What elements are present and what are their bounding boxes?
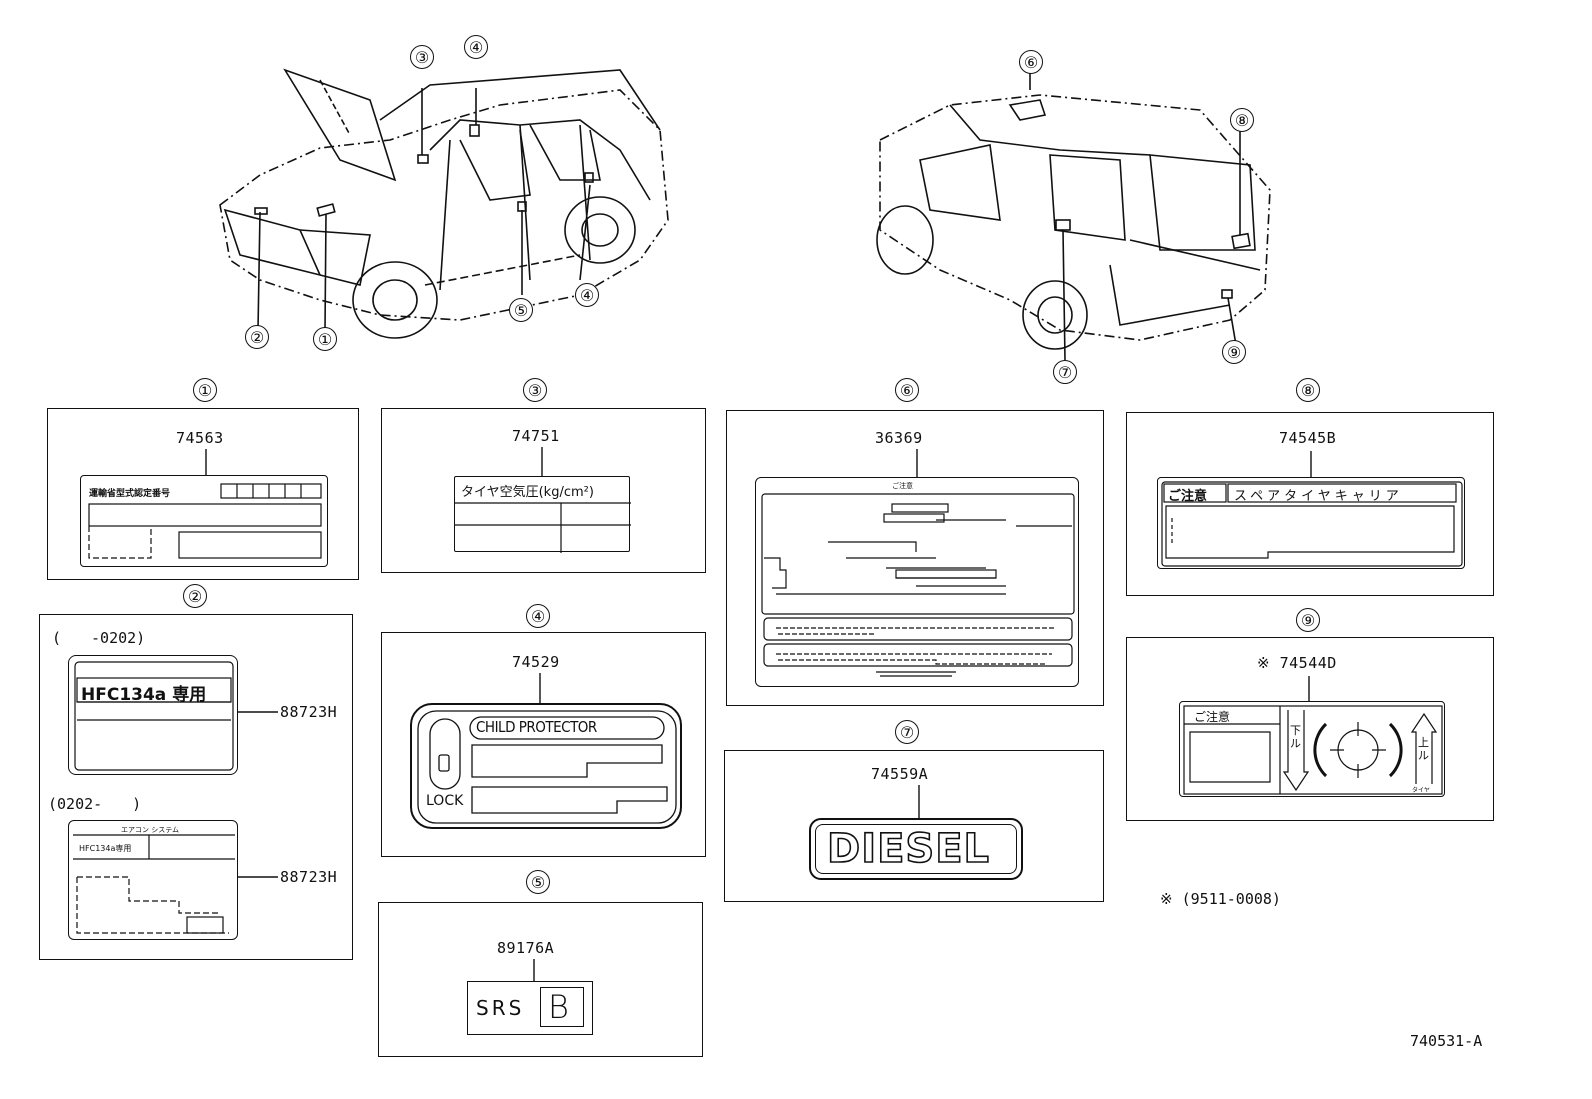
vehicle-callout-8: ⑧ — [1230, 108, 1254, 132]
panel-7-callout: ⑦ — [895, 720, 919, 744]
panel-1-part-number: 74563 — [176, 429, 224, 447]
diesel-emblem-text: DIESEL — [826, 825, 991, 873]
panel-4: 74529 CHILD PROTECTOR LOCK — [381, 632, 706, 857]
panel-3: 74751 タイヤ空気圧(kg/cm²) — [381, 408, 706, 573]
panel-6-part-number: 36369 — [875, 429, 923, 447]
panel-3-part-number: 74751 — [512, 427, 560, 445]
vehicle-callout-6: ⑥ — [1019, 50, 1043, 74]
panel-8-part-number: 74545B — [1279, 429, 1337, 447]
child-protector-label: CHILD PROTECTOR LOCK — [410, 703, 682, 829]
vehicle-callout-4b: ④ — [575, 283, 599, 307]
srs-label: SRS B — [467, 981, 593, 1035]
panel-8-callout: ⑧ — [1296, 378, 1320, 402]
front-vehicle-illustration — [219, 68, 669, 339]
vehicle-callout-7: ⑦ — [1053, 360, 1077, 384]
panel-3-callout: ③ — [523, 378, 547, 402]
serial-range-footnote: ※ (9511-0008) — [1160, 890, 1281, 908]
panel-2-variant-2-range: (0202- ) — [48, 795, 142, 813]
panel-7-part-number: 74559A — [871, 765, 929, 783]
child-protector-lock-text: LOCK — [426, 793, 464, 809]
child-protector-title: CHILD PROTECTOR — [476, 718, 597, 736]
panel-5-callout: ⑤ — [526, 870, 550, 894]
panel-1-callout: ① — [193, 378, 217, 402]
hfc134a-label-old-text: HFC134a 専用 — [81, 685, 207, 705]
vehicle-callout-3: ③ — [410, 45, 434, 69]
spare-tire-carrier-label: ご注意 スペアタイヤキャリア — [1157, 477, 1465, 569]
panel-5-part-number: 89176A — [497, 939, 555, 957]
spare-tire-caution: ご注意 — [1168, 489, 1208, 504]
panel-2-part-number-1: 88723H — [280, 703, 338, 721]
vehicle-callout-1: ① — [313, 327, 337, 351]
vehicle-callout-4a: ④ — [464, 35, 488, 59]
panel-9-part-number: ※ 74544D — [1257, 654, 1337, 672]
vehicle-callout-9: ⑨ — [1222, 340, 1246, 364]
rear-vehicle-illustration — [876, 72, 1271, 360]
panel-6-callout: ⑥ — [895, 378, 919, 402]
vehicle-callout-2: ② — [245, 325, 269, 349]
spare-tire-down-text: 下ル — [1290, 724, 1301, 750]
panel-6: 36369 ご注意 — [726, 410, 1104, 706]
diesel-emblem: DIESEL — [809, 818, 1023, 880]
panel-5: 89176A SRS B — [378, 902, 703, 1057]
panel-2-variant-1-range: ( -0202) — [52, 629, 146, 647]
tire-pressure-label-text: タイヤ空気圧(kg/cm²) — [461, 485, 594, 500]
panel-2: ( -0202) HFC134a 専用 88723H (0202- ) エアコン… — [39, 614, 353, 960]
hfc134a-label-new-title: エアコン システム — [121, 826, 180, 834]
spare-tire-tire-text: タイヤ — [1412, 787, 1430, 794]
srs-label-letter: B — [548, 988, 569, 1026]
hfc134a-label-new: エアコン システム HFC134a専用 — [68, 820, 238, 940]
panel-8: 74545B ご注意 スペアタイヤキャリア — [1126, 412, 1494, 596]
tire-pressure-label: タイヤ空気圧(kg/cm²) — [454, 476, 631, 553]
spare-tire-lowering-label: ご注意 下ル 上ル タイヤ — [1179, 701, 1445, 797]
spare-tire-up-text: 上ル — [1418, 736, 1429, 762]
panel-2-callout: ② — [183, 584, 207, 608]
vehicle-callout-5: ⑤ — [509, 298, 533, 322]
panel-4-part-number: 74529 — [512, 653, 560, 671]
drawing-reference-number: 740531-A — [1410, 1032, 1483, 1050]
type-approval-label: 運輸省型式認定番号 — [80, 475, 328, 567]
panel-2-part-number-2: 88723H — [280, 868, 338, 886]
panel-7: 74559A DIESEL — [724, 750, 1104, 902]
panel-4-callout: ④ — [526, 604, 550, 628]
hfc134a-label-new-text: HFC134a専用 — [79, 844, 132, 853]
type-approval-text: 運輸省型式認定番号 — [89, 489, 171, 499]
panel-9-callout: ⑨ — [1296, 608, 1320, 632]
panel-1: 74563 運輸省型式認定番号 — [47, 408, 359, 580]
spare-tire-lowering-caution: ご注意 — [1194, 710, 1231, 724]
panel-9: ※ 74544D ご注意 下ル 上ル タイヤ — [1126, 637, 1494, 821]
srs-label-text: SRS — [476, 996, 525, 1020]
hfc134a-label-old: HFC134a 専用 — [68, 655, 238, 775]
caution-label-36369-title: ご注意 — [892, 482, 913, 490]
spare-tire-carrier-text: スペアタイヤキャリア — [1234, 489, 1403, 504]
caution-label-36369: ご注意 — [755, 477, 1079, 687]
